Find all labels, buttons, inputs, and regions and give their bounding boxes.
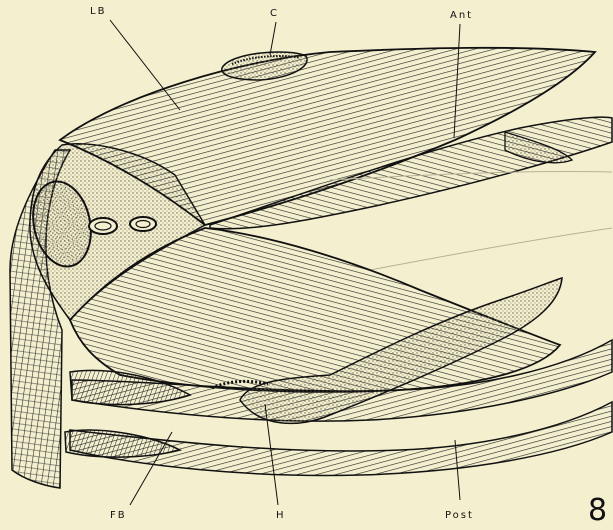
vessel-right: [130, 217, 156, 231]
label-ant: Ant: [450, 10, 473, 21]
label-fb: FB: [110, 510, 127, 521]
fb-base-lower: [65, 430, 180, 457]
figure-number: 8: [588, 496, 607, 526]
leader-c: [270, 22, 276, 55]
vessel-left: [89, 218, 117, 234]
faint-contour-2: [370, 228, 612, 270]
label-lb: LB: [90, 6, 106, 17]
label-post: Post: [445, 510, 474, 521]
label-c: C: [270, 8, 279, 19]
label-h: H: [276, 510, 286, 521]
